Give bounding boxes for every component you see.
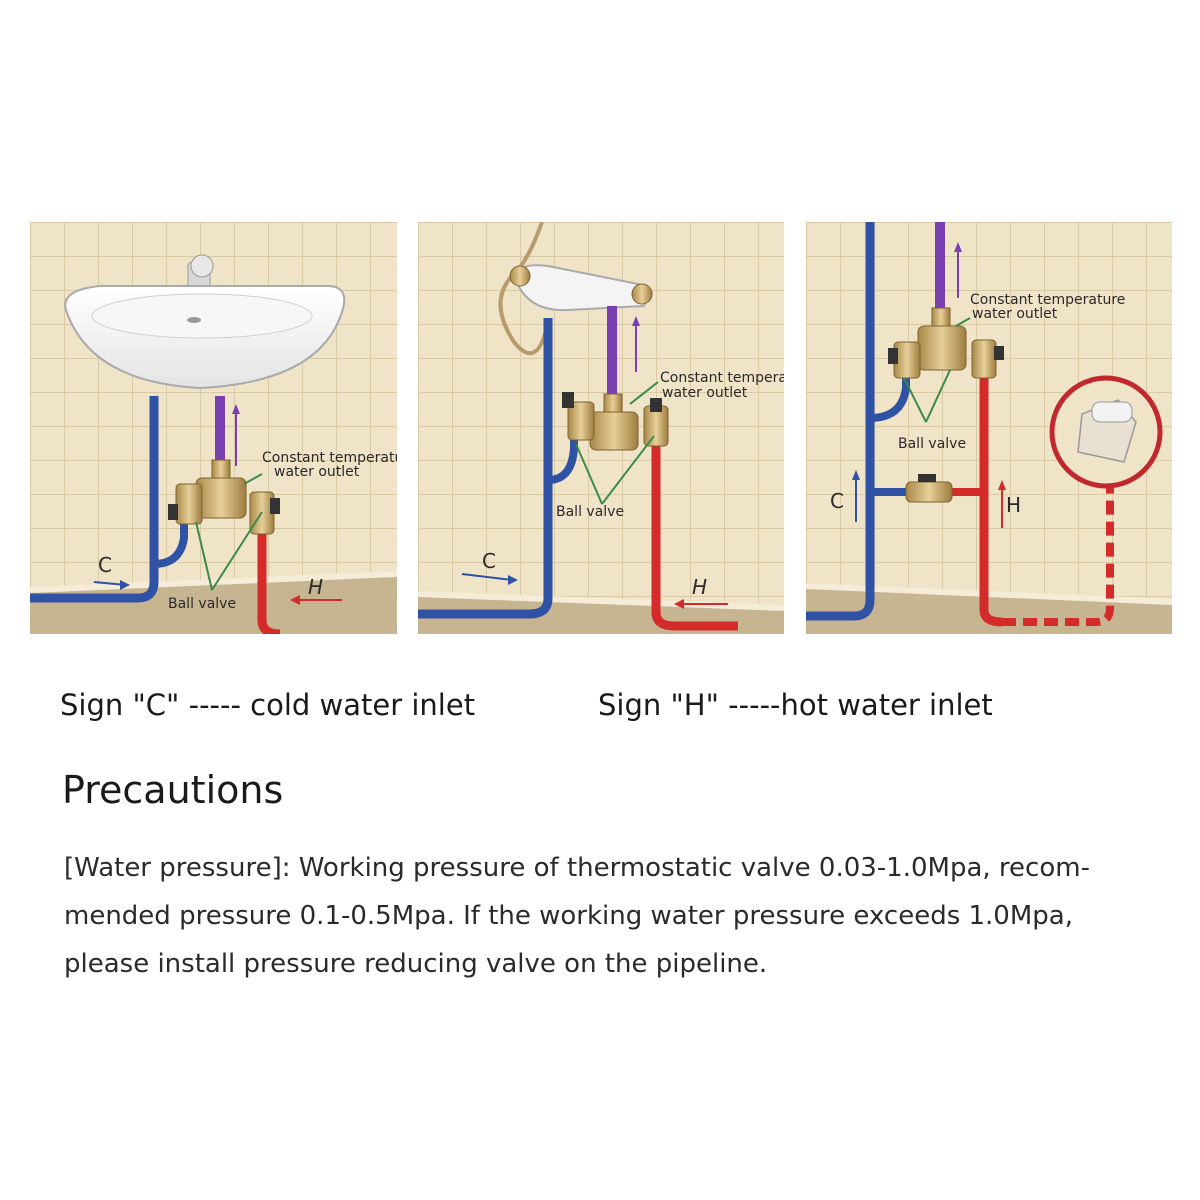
bypass-ball-valve	[905, 474, 953, 503]
thermostatic-valve	[168, 459, 280, 535]
hot-sign: H	[308, 575, 323, 599]
precautions-text: [Water pressure]: Working pressure of th…	[64, 844, 1144, 988]
outlet-label-line1: Constant temperature	[970, 292, 1125, 308]
hot-sign-legend: Sign "H" -----hot water inlet	[598, 688, 993, 722]
hot-water-pipe	[257, 518, 281, 634]
cold-water-pipe	[806, 222, 875, 621]
cold-sign-legend: Sign "C" ----- cold water inlet	[60, 688, 476, 722]
cold-sign: C	[98, 553, 112, 577]
shower-mixer-bar	[509, 264, 653, 312]
outlet-label-line2: water outlet	[972, 306, 1058, 322]
shower-hose	[498, 222, 550, 356]
heater-dashed-pipe	[1002, 484, 1114, 626]
thermostatic-valve	[562, 392, 669, 451]
cold-sign: C	[482, 549, 496, 573]
outlet-label-line2: water outlet	[662, 385, 748, 401]
ball-valve-label: Ball valve	[168, 596, 236, 612]
precautions-line: [Water pressure]: Working pressure of th…	[64, 853, 1090, 883]
ball-valve-label: Ball valve	[556, 504, 624, 520]
wash-basin	[64, 254, 346, 390]
ball-valve-label: Ball valve	[898, 436, 966, 452]
diagram-panel-basin: Constant temperature water outlet Ball v…	[30, 222, 397, 634]
precautions-title: Precautions	[62, 768, 284, 812]
precautions-line: mended pressure 0.1-0.5Mpa. If the worki…	[64, 901, 1073, 931]
outlet-label-line2: water outlet	[274, 464, 360, 480]
water-heater-callout	[1049, 375, 1163, 489]
cold-water-pipe	[418, 318, 553, 619]
diagram-panel-heater: Constant temperature water outlet Ball v…	[806, 222, 1172, 634]
diagram-panel-shower: Constant temperature water outlet Ball v…	[418, 222, 784, 634]
hot-sign: H	[1006, 493, 1021, 517]
cold-water-pipe	[30, 396, 159, 603]
cold-branch-pipe	[153, 522, 188, 568]
hot-sign: H	[692, 575, 707, 599]
tiled-wall	[30, 222, 397, 634]
thermostatic-valve	[888, 307, 1004, 379]
cold-branch-pipe	[547, 432, 578, 484]
cold-branch-pipe	[869, 372, 910, 422]
outlet-label-line1: Constant temperature	[660, 370, 784, 386]
hot-water-pipe	[651, 418, 738, 631]
precautions-line: please install pressure reducing valve o…	[64, 949, 768, 979]
hot-water-pipe	[979, 372, 1003, 627]
cold-sign: C	[830, 489, 844, 513]
outlet-label-line1: Constant temperature	[262, 450, 397, 466]
